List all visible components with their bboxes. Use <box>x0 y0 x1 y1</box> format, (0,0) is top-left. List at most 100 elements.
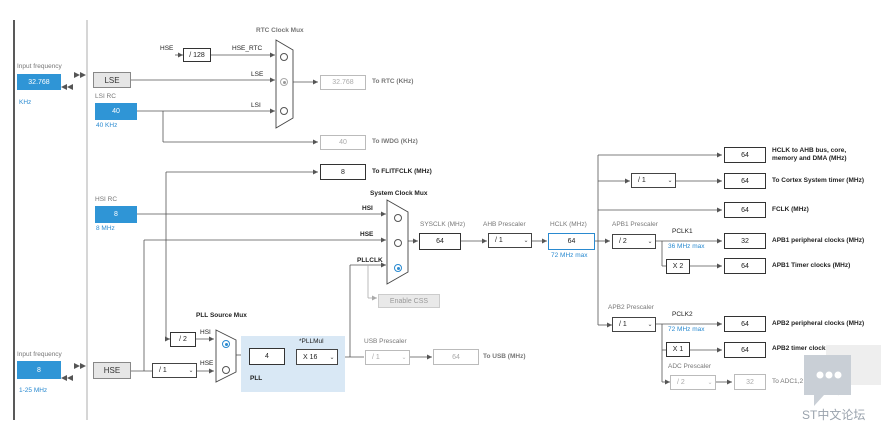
rtc-lse-label: LSE <box>251 71 264 78</box>
apb1-timer-output-label: APB1 Timer clocks (MHz) <box>772 262 851 269</box>
pll-label: PLL <box>250 375 263 382</box>
ahb-prescaler-select[interactable]: / 1 ⌄ <box>488 233 532 248</box>
sysmux-hsi-radio[interactable] <box>394 214 402 222</box>
pll-hse-label: HSE <box>200 360 214 367</box>
usb-prescaler-title: USB Prescaler <box>364 338 407 345</box>
hse-pll-divider-value: / 1 <box>159 367 167 374</box>
lsi-unit-label: 40 KHz <box>96 122 118 129</box>
pll-input-value: 4 <box>249 348 285 365</box>
hse-oscillator[interactable]: HSE <box>93 362 131 379</box>
cortex-timer-divider-select[interactable]: / 1 ⌄ <box>631 173 676 188</box>
apb2-prescaler-title: APB2 Prescaler <box>608 304 654 311</box>
pclk2-title: PCLK2 <box>672 311 693 318</box>
sysmux-pllclk-label: PLLCLK <box>357 257 383 264</box>
hclk-ahb-output-value: 64 <box>724 147 766 163</box>
flitf-output-value: 8 <box>320 164 366 180</box>
apb1-prescaler-title: APB1 Prescaler <box>612 221 658 228</box>
sysclk-title: SYSCLK (MHz) <box>420 221 466 228</box>
hclk-max-label: 72 MHz max <box>551 252 588 259</box>
cortex-divider-value: / 1 <box>638 177 646 184</box>
chevron-down-icon: ⌄ <box>523 238 529 244</box>
rtc-output-value: 32.768 <box>320 75 366 90</box>
enable-css-button[interactable]: Enable CSS <box>378 294 440 308</box>
ahb-prescaler-value: / 1 <box>495 237 503 244</box>
lsi-title: LSI RC <box>95 93 116 100</box>
hse-pll-divider-select[interactable]: / 1 ⌄ <box>152 363 197 378</box>
usb-prescaler-value: / 1 <box>372 354 380 361</box>
apb2-timer-multiplier: X 1 <box>666 342 690 357</box>
chevron-down-icon: ⌄ <box>401 355 407 361</box>
hsi-unit-label: 8 MHz <box>96 225 115 232</box>
lsi-rc-value: 40 <box>95 103 137 120</box>
usb-output-label: To USB (MHz) <box>483 353 526 360</box>
hse-input-frequency-field[interactable]: 8 <box>17 361 61 379</box>
hsi-rc-value: 8 <box>95 206 137 223</box>
chevron-down-icon: ⌄ <box>329 354 335 361</box>
adc-output-label: To ADC1,2 <box>772 378 804 385</box>
apb1-timer-output-value: 64 <box>724 258 766 274</box>
sysmux-hsi-label: HSI <box>362 205 373 212</box>
hse-input-frequency-label: Input frequency <box>17 351 62 358</box>
pclk2-max-label: 72 MHz max <box>668 326 705 333</box>
apb1-peripheral-output-value: 32 <box>724 233 766 249</box>
lse-unit-label: KHz <box>19 99 32 106</box>
hclk-value-field[interactable]: 64 <box>548 233 595 250</box>
rtc-hse-rtc-label: HSE_RTC <box>232 45 263 52</box>
rtc-mux-lsi-radio[interactable] <box>280 107 288 115</box>
watermark-text: ST中文论坛 <box>802 408 866 422</box>
rtc-output-label: To RTC (KHz) <box>372 78 414 85</box>
sysmux-pllclk-radio[interactable] <box>394 264 402 272</box>
pllmul-value: X 16 <box>303 353 318 361</box>
pclk1-max-label: 36 MHz max <box>668 243 705 250</box>
chevron-down-icon: ⌄ <box>188 368 194 374</box>
sysmux-hse-radio[interactable] <box>394 239 402 247</box>
sysmux-hse-label: HSE <box>360 231 374 238</box>
lse-input-frequency-label: Input frequency <box>17 63 62 70</box>
apb2-timer-output-label: APB2 timer clocks (MHz) <box>772 345 849 352</box>
pllmul-select[interactable]: X 16 ⌄ <box>296 349 338 365</box>
ahb-prescaler-title: AHB Prescaler <box>483 221 526 228</box>
adc-prescaler-select[interactable]: / 2 ⌄ <box>670 375 716 390</box>
pll-hsi-divider: / 2 <box>170 332 196 347</box>
lse-input-frequency-field[interactable]: 32.768 <box>17 74 61 90</box>
forum-watermark: ST中文论坛 <box>796 340 886 427</box>
apb1-prescaler-select[interactable]: / 2⌄ <box>612 234 656 249</box>
chevron-down-icon: ⌄ <box>707 380 713 386</box>
rtc-mux-hse-radio[interactable] <box>280 53 288 61</box>
apb2-prescaler-select[interactable]: / 1 ⌄ <box>612 317 656 332</box>
adc-prescaler-title: ADC Prescaler <box>668 363 711 370</box>
apb2-prescaler-value: / 1 <box>619 321 627 328</box>
pll-source-mux-title: PLL Source Mux <box>196 312 247 319</box>
fclk-output-value: 64 <box>724 202 766 218</box>
pll-source-hsi-radio[interactable] <box>222 340 230 348</box>
apb2-peripheral-output-label: APB2 peripheral clocks (MHz) <box>772 320 865 327</box>
chevron-down-icon: ⌄ <box>667 178 673 184</box>
hclk-title: HCLK (MHz) <box>550 221 587 228</box>
apb2-peripheral-output-value: 64 <box>724 316 766 332</box>
hse-range-label: 1-25 MHz <box>19 387 48 394</box>
pll-hsi-label: HSI <box>200 329 211 336</box>
chevron-down-icon: ⌄ <box>647 322 653 328</box>
cortex-timer-output-value: 64 <box>724 173 766 189</box>
chat-bubble-icon <box>804 345 881 406</box>
fclk-output-label: FCLK (MHz) <box>772 206 809 213</box>
adc-prescaler-value: / 2 <box>677 379 685 386</box>
rtc-mux-title: RTC Clock Mux <box>256 27 304 34</box>
pll-source-mux-shape <box>215 329 237 383</box>
adc-output-value: 32 <box>734 374 766 390</box>
apb2-timer-output-value: 64 <box>724 342 766 358</box>
chevron-down-icon: ⌄ <box>647 239 653 245</box>
apb1-timer-multiplier: X 2 <box>666 259 690 274</box>
hsi-title: HSI RC <box>95 196 118 203</box>
system-clock-mux-title: System Clock Mux <box>370 190 428 197</box>
pll-source-hse-radio[interactable] <box>222 366 230 374</box>
lse-oscillator[interactable]: LSE <box>93 72 131 88</box>
hclk-ahb-output-label: HCLK to AHB bus, core, memory and DMA (M… <box>772 147 847 163</box>
usb-prescaler-select[interactable]: / 1 ⌄ <box>365 350 410 365</box>
rtc-hse-divider: / 128 <box>183 48 211 62</box>
iwdg-output-label: To IWDG (KHz) <box>372 138 418 145</box>
iwdg-output-value: 40 <box>320 135 366 150</box>
flitf-output-label: To FLITFCLK (MHz) <box>372 168 432 175</box>
rtc-mux-lse-radio[interactable] <box>280 78 288 86</box>
cortex-timer-output-label: To Cortex System timer (MHz) <box>772 177 864 184</box>
